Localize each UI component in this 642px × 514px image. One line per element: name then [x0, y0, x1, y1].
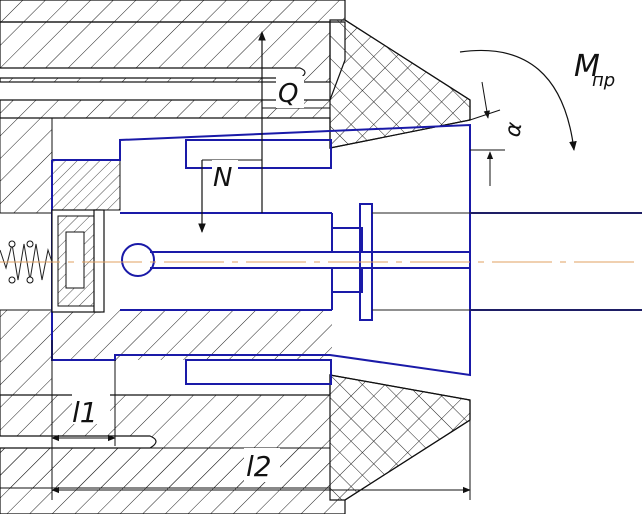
label-moment: M — [574, 49, 600, 84]
inner-sleeve — [0, 117, 332, 396]
label-l1: l1 — [72, 396, 98, 429]
housing-body — [0, 0, 471, 514]
dimension-l1 — [51, 340, 116, 500]
dimension-l2 — [51, 420, 471, 500]
moment-arc — [459, 49, 577, 151]
label-moment-subscript: пр — [592, 70, 615, 91]
label-n: N — [213, 163, 232, 193]
angle-alpha-marker — [469, 81, 505, 186]
spring-assembly — [0, 209, 105, 313]
label-q: Q — [278, 79, 298, 109]
label-l2: l2 — [246, 450, 272, 483]
label-alpha: α — [500, 120, 527, 139]
